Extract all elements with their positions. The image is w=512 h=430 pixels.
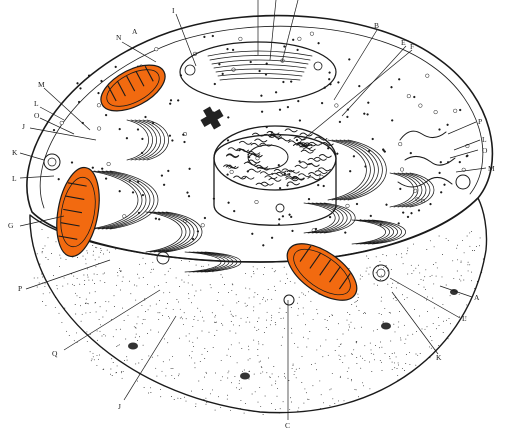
label-a-top: A <box>132 27 138 36</box>
label-l-right: L <box>482 135 487 144</box>
membrane-pore <box>240 372 250 380</box>
label-f: F <box>410 42 414 51</box>
endoplasmic-reticulum <box>89 119 456 273</box>
label-m-right: M <box>488 164 495 173</box>
cell-outer-body <box>29 197 488 415</box>
label-b: B <box>374 21 379 30</box>
label-l2-right: L <box>462 314 467 323</box>
label-a-right: A <box>474 293 480 302</box>
leader-lines <box>19 0 487 420</box>
ribosome-dots <box>52 31 470 247</box>
label-i: I <box>172 6 175 15</box>
label-l-left: L <box>34 99 39 108</box>
mitochondrion <box>56 166 100 258</box>
labels: I N A B E F M L O J K L G P Q J C P L O … <box>8 6 495 430</box>
label-j-left: J <box>22 122 25 131</box>
label-n: N <box>116 33 122 42</box>
label-k-right: K <box>436 353 442 362</box>
label-k-left: K <box>12 148 18 157</box>
nucleus <box>213 125 337 226</box>
label-j-bottom: J <box>118 402 121 411</box>
centriole <box>200 106 224 130</box>
mitochondria <box>56 64 358 301</box>
mitochondrion <box>100 64 166 112</box>
label-c: C <box>285 421 290 430</box>
label-l2-left: L <box>12 174 17 183</box>
nucleolus <box>247 144 289 170</box>
membrane-pore <box>450 289 458 295</box>
label-p-left: P <box>18 284 22 293</box>
label-g: G <box>8 221 14 230</box>
stipple-texture <box>33 229 484 415</box>
cell-cut-face <box>26 14 494 263</box>
label-p-right: P <box>478 117 482 126</box>
label-e: E <box>401 38 406 47</box>
label-m-left: M <box>38 80 45 89</box>
mitochondrion <box>286 243 358 301</box>
nuclear-pore <box>275 203 285 213</box>
membrane-pore <box>128 342 138 350</box>
vesicles <box>43 153 471 306</box>
label-o-right: O <box>482 146 488 155</box>
label-o-left: O <box>34 111 40 120</box>
label-q: Q <box>52 349 58 358</box>
membrane-pore <box>381 322 391 330</box>
